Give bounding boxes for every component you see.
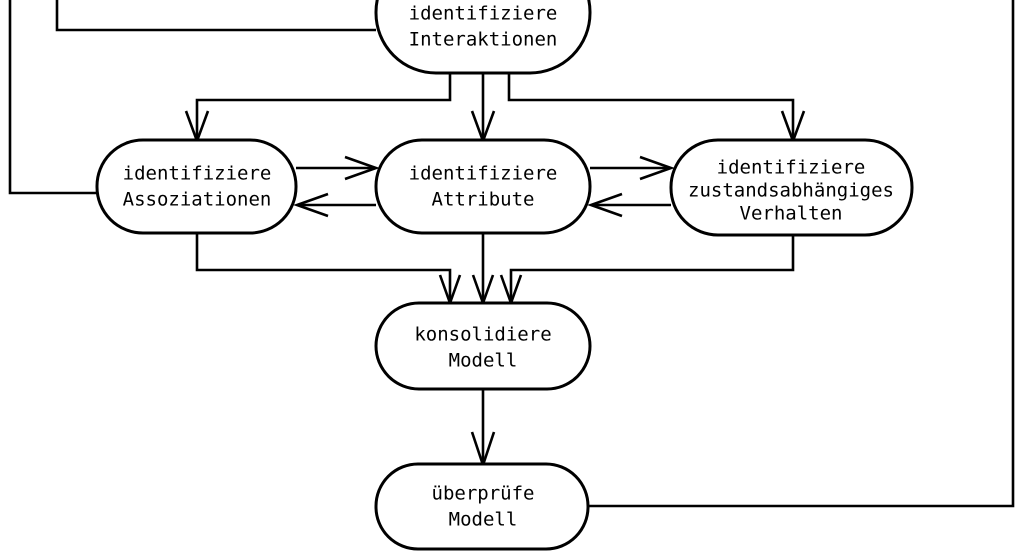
node-identifiziere-attribute[interactable]: identifiziere Attribute — [374, 138, 592, 235]
node-shape-interaktionen — [374, 0, 592, 75]
node-identifiziere-assoziationen[interactable]: identifiziere Assoziationen — [95, 138, 298, 235]
node-label-ueberpruefe-line1: überprüfe — [432, 483, 535, 505]
node-konsolidiere-modell[interactable]: konsolidiere Modell — [374, 301, 592, 391]
edge-interaktionen-assoziationen — [195, 73, 452, 138]
node-label-konsolidiere-line1: konsolidiere — [414, 324, 551, 346]
node-ueberpruefe-modell[interactable]: überprüfe Modell — [374, 462, 590, 551]
edge-layer — [8, 0, 1015, 508]
arrow-head-assoziationen-attribute — [344, 155, 380, 181]
edge-ueberpruefe-offpage-right — [588, 0, 1015, 508]
edge-offpage-to-assoziationen — [8, 0, 97, 195]
node-shape-attribute — [374, 138, 592, 235]
node-label-verhalten-line2: zustandsabhängiges — [688, 180, 894, 202]
node-label-verhalten-line1: identifiziere — [717, 157, 866, 179]
node-shape-ueberpruefe — [374, 462, 590, 551]
node-label-verhalten-line3: Verhalten — [740, 203, 843, 225]
node-label-assoziationen-line1: identifiziere — [123, 163, 272, 185]
node-label-interaktionen-line2: Interaktionen — [409, 29, 558, 51]
arrow-head-attribute-assoziationen — [293, 192, 329, 218]
arrow-head-verhalten-attribute — [587, 192, 623, 218]
node-shape-konsolidiere — [374, 301, 592, 391]
arrow-head-attribute-verhalten — [639, 155, 675, 181]
node-identifiziere-interaktionen[interactable]: identifiziere Interaktionen — [374, 0, 592, 75]
edge-assoziationen-konsolidiere — [195, 233, 452, 300]
edge-verhalten-konsolidiere — [509, 235, 795, 300]
edge-offpage-to-interaktionen — [55, 0, 376, 32]
node-label-interaktionen-line1: identifiziere — [409, 3, 558, 25]
node-label-assoziationen-line2: Assoziationen — [123, 189, 272, 211]
edge-interaktionen-verhalten — [507, 73, 795, 138]
node-shape-assoziationen — [95, 138, 298, 235]
node-identifiziere-zustandsabhaengiges-verhalten[interactable]: identifiziere zustandsabhängiges Verhalt… — [669, 138, 914, 237]
node-label-attribute-line2: Attribute — [432, 189, 535, 211]
node-label-konsolidiere-line2: Modell — [449, 350, 518, 372]
node-label-ueberpruefe-line2: Modell — [449, 509, 518, 531]
node-shape-verhalten — [669, 138, 914, 237]
node-label-attribute-line1: identifiziere — [409, 163, 558, 185]
